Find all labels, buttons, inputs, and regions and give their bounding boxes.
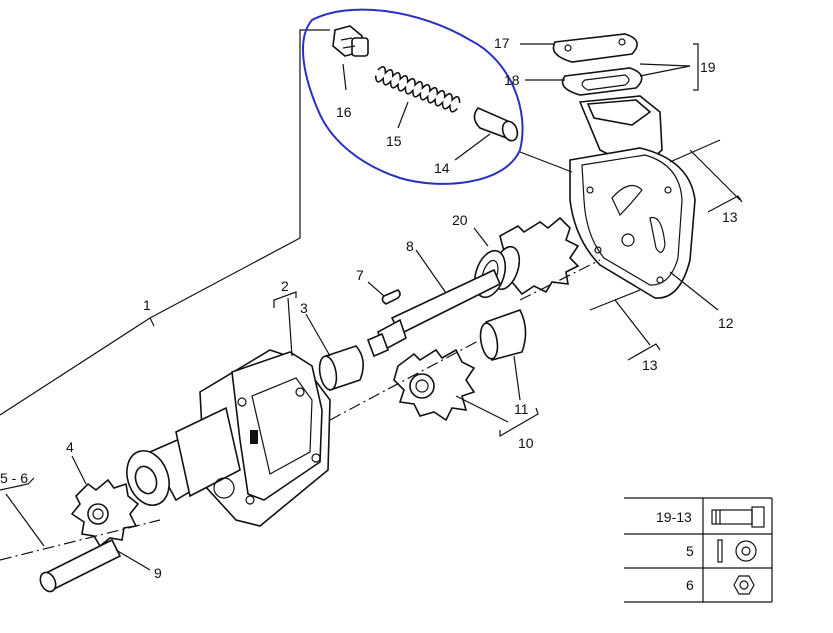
cover-plate-part (520, 33, 638, 63)
callout-3: 3 (300, 300, 308, 316)
bolt-icon (711, 506, 765, 528)
callout-15: 15 (386, 133, 402, 149)
callout-20: 20 (452, 212, 468, 228)
drive-shaft-part (366, 249, 502, 358)
callout-17: 17 (494, 35, 510, 51)
nut-icon (733, 575, 755, 595)
pin-part (39, 538, 151, 593)
callout-5-6: 5 - 6 (0, 470, 28, 486)
callout-1: 1 (143, 297, 151, 313)
bracket-13-lower (589, 289, 661, 361)
gasket-part (525, 43, 699, 96)
driven-gear-part (393, 348, 539, 438)
callout-13-lower: 13 (642, 357, 658, 373)
callout-19: 19 (700, 59, 716, 75)
callout-16: 16 (336, 104, 352, 120)
hardware-legend-table: 19-13 5 6 (624, 497, 773, 603)
key-part (367, 281, 401, 305)
callout-2: 2 (281, 278, 289, 294)
washer-icon (717, 539, 757, 563)
bushing-part-11 (479, 309, 527, 401)
piston-part (454, 107, 519, 161)
assembly-bracket-1 (0, 29, 330, 416)
callout-12: 12 (718, 315, 734, 331)
callout-18: 18 (504, 72, 520, 88)
bracket-5-6 (0, 477, 45, 547)
callout-9: 9 (154, 565, 162, 581)
plug-nut-part (332, 25, 369, 91)
callout-13-upper: 13 (722, 209, 738, 225)
legend-ref-5: 5 (686, 543, 694, 559)
legend-ref-19-13: 19-13 (656, 509, 692, 525)
spring-part (374, 65, 461, 129)
rear-cover-part (519, 95, 719, 311)
legend-ref-6: 6 (686, 577, 694, 593)
center-axis-lines (0, 259, 601, 561)
callout-7: 7 (356, 267, 364, 283)
callout-8: 8 (406, 238, 414, 254)
callout-14: 14 (434, 160, 450, 176)
bushing-part-3 (305, 313, 364, 392)
small-gear-part (70, 455, 140, 548)
callout-10: 10 (518, 435, 534, 451)
bracket-13-upper (669, 139, 743, 213)
callout-11: 11 (514, 401, 529, 417)
pump-body-part (126, 291, 331, 527)
highlight-circle (302, 8, 524, 185)
callout-4: 4 (66, 439, 74, 455)
